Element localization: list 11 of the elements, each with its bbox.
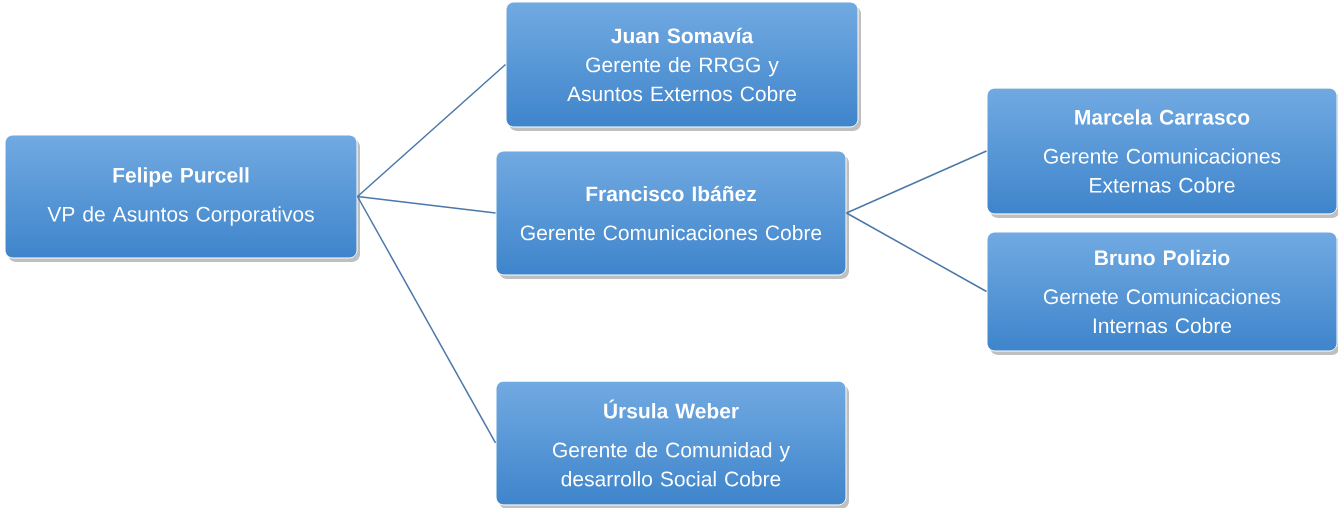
connector-line (845, 212, 988, 293)
connector-line (356, 63, 507, 198)
org-box: Felipe Purcell VP de Asuntos Corporativos (4, 134, 358, 259)
org-box: Francisco Ibáñez Gerente Comunicaciones Cobre (495, 150, 847, 276)
org-box: Bruno Polizio Gernete Comunicaciones Internas Cobre (986, 231, 1338, 352)
connector-line (356, 195, 497, 444)
org-box: Juan Somavía Gerente de RRGG y Asuntos Externos Cobre (505, 1, 859, 128)
connector-line (356, 195, 497, 214)
org-box: Marcela Carrasco Gerente Comunicaciones Externas Cobre (986, 87, 1338, 215)
connector-line (845, 150, 988, 214)
org-box: Úrsula Weber Gerente de Comunidad y desarrollo Social Cobre (495, 380, 847, 506)
